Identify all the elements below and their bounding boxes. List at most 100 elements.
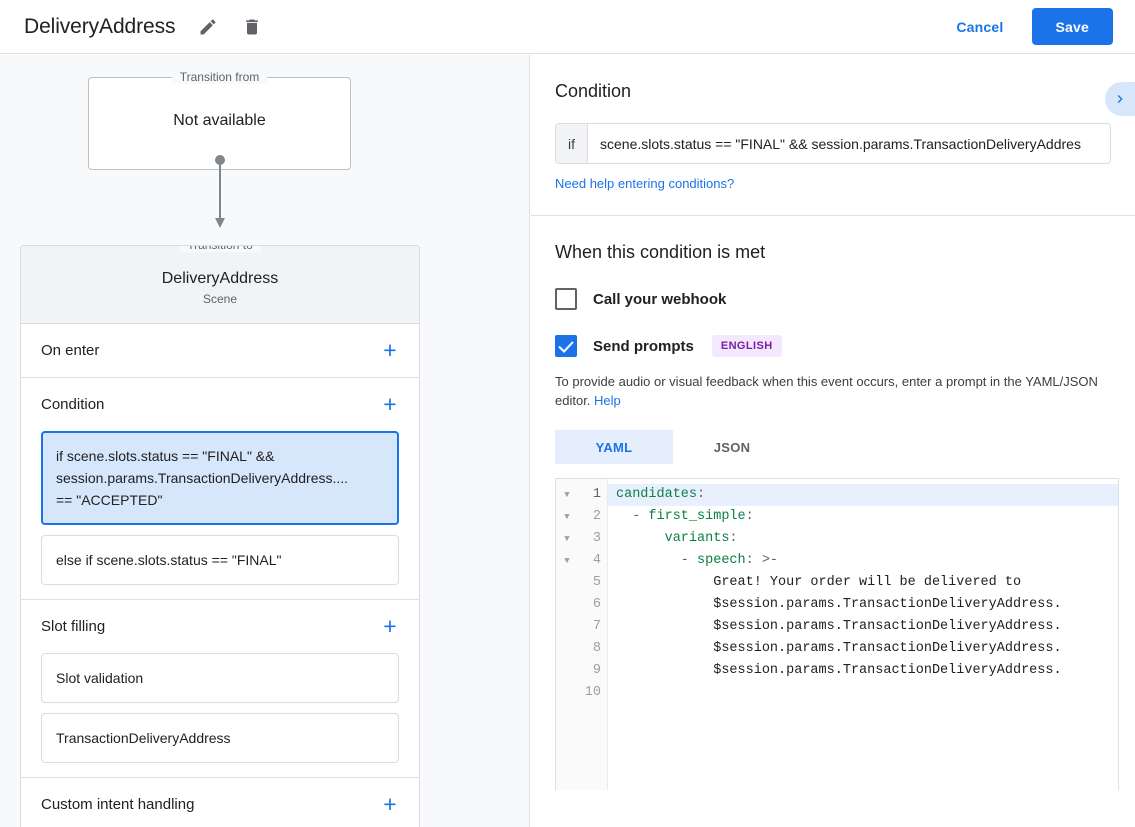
transition-to-title: DeliveryAddress (21, 246, 419, 288)
condition-help-link[interactable]: Need help entering conditions? (555, 176, 734, 191)
right-pane: Condition if Need help entering conditio… (531, 55, 1135, 827)
when-condition-met-section: When this condition is met Call your web… (531, 216, 1135, 790)
add-condition-button[interactable]: + (377, 392, 403, 418)
code-line[interactable] (608, 682, 1118, 704)
call-your-webhook-label: Call your webhook (593, 291, 726, 308)
send-prompts-label: Send prompts (593, 338, 694, 355)
arrow-line-icon (219, 163, 221, 221)
pencil-icon-glyph (198, 17, 218, 37)
code-line[interactable]: Great! Your order will be delivered to (608, 572, 1118, 594)
code-token: first_simple (648, 509, 745, 524)
call-your-webhook-checkbox[interactable] (555, 288, 577, 310)
condition-item[interactable]: else if scene.slots.status == "FINAL" (41, 535, 399, 585)
section-header-slot-filling[interactable]: Slot filling + (21, 600, 419, 653)
code-token: - (616, 509, 648, 524)
section-on-enter: On enter + (21, 324, 419, 378)
condition-section: Condition if Need help entering conditio… (531, 55, 1135, 216)
transition-from-value: Not available (89, 112, 350, 130)
code-fold-spacer (556, 638, 578, 660)
webhook-row: Call your webhook (555, 288, 1111, 310)
save-button[interactable]: Save (1032, 8, 1114, 45)
code-token: speech (697, 553, 746, 568)
code-line[interactable]: candidates: (608, 484, 1118, 506)
code-token: candidates (616, 487, 697, 502)
transition-arrow (213, 155, 227, 230)
section-slot-filling: Slot filling + Slot validation Transacti… (21, 600, 419, 778)
code-line-number: 9 (578, 660, 601, 682)
section-header-on-enter[interactable]: On enter + (21, 324, 419, 377)
add-custom-intent-button[interactable]: + (377, 792, 403, 818)
condition-heading: Condition (555, 81, 1111, 102)
cancel-button[interactable]: Cancel (942, 11, 1017, 43)
code-line-number: 8 (578, 638, 601, 660)
tab-yaml[interactable]: YAML (555, 430, 673, 464)
section-header-condition[interactable]: Condition + (21, 378, 419, 431)
section-custom-intent-handling: Custom intent handling + (21, 778, 419, 827)
section-condition: Condition + if scene.slots.status == "FI… (21, 378, 419, 600)
chevron-right-icon[interactable] (1105, 82, 1135, 116)
pencil-icon[interactable] (193, 12, 223, 42)
code-line-number: 6 (578, 594, 601, 616)
code-fold-toggle-icon[interactable]: ▼ (556, 550, 578, 572)
left-pane: Transition from Not available Transition… (0, 55, 530, 827)
code-line-number: 7 (578, 616, 601, 638)
page-title: DeliveryAddress (24, 15, 175, 39)
condition-if-label: if (556, 124, 588, 163)
arrow-head-icon (215, 218, 225, 228)
condition-input-row[interactable]: if (555, 123, 1111, 164)
section-title: Custom intent handling (41, 796, 377, 813)
condition-input[interactable] (588, 124, 1110, 163)
code-token: $session.params.TransactionDeliveryAddre… (616, 641, 1062, 656)
condition-list: if scene.slots.status == "FINAL" && sess… (21, 431, 419, 599)
slot-validation-item[interactable]: Slot validation (41, 653, 399, 703)
code-token: : >- (746, 553, 778, 568)
condition-item-line2: session.params.TransactionDeliveryAddres… (56, 467, 384, 489)
code-line[interactable]: - first_simple: (608, 506, 1118, 528)
code-fold-toggle-icon[interactable]: ▼ (556, 484, 578, 506)
code-token: variants (665, 531, 730, 546)
condition-item-line1: else if scene.slots.status == "FINAL" (56, 549, 384, 571)
section-header-custom-intent-handling[interactable]: Custom intent handling + (21, 778, 419, 827)
prompt-hint-text: To provide audio or visual feedback when… (555, 372, 1111, 410)
trash-icon[interactable] (237, 12, 267, 42)
code-fold-spacer (556, 682, 578, 704)
code-line-number: 2 (578, 506, 601, 528)
code-line[interactable]: $session.params.TransactionDeliveryAddre… (608, 638, 1118, 660)
code-token: : (697, 487, 705, 502)
code-token (616, 531, 665, 546)
transition-to-subtitle: Scene (21, 292, 419, 306)
condition-item-selected[interactable]: if scene.slots.status == "FINAL" && sess… (41, 431, 399, 525)
code-fold-spacer (556, 616, 578, 638)
section-title: Condition (41, 396, 377, 413)
code-line-number: 3 (578, 528, 601, 550)
yaml-code-editor[interactable]: ▼▼▼▼ 12345678910 candidates: - first_sim… (555, 478, 1119, 790)
send-prompts-row: Send prompts ENGLISH (555, 335, 1111, 357)
code-line[interactable]: $session.params.TransactionDeliveryAddre… (608, 616, 1118, 638)
code-fold-spacer (556, 594, 578, 616)
code-line-number: 10 (578, 682, 601, 704)
code-line[interactable]: - speech: >- (608, 550, 1118, 572)
code-line[interactable]: $session.params.TransactionDeliveryAddre… (608, 594, 1118, 616)
prompt-hint-help-link[interactable]: Help (594, 393, 621, 408)
code-line[interactable]: variants: (608, 528, 1118, 550)
add-slot-filling-button[interactable]: + (377, 614, 403, 640)
code-line[interactable]: $session.params.TransactionDeliveryAddre… (608, 660, 1118, 682)
transition-to-card: Transition to DeliveryAddress Scene (21, 246, 419, 324)
code-token: $session.params.TransactionDeliveryAddre… (616, 663, 1062, 678)
code-fold-toggle-icon[interactable]: ▼ (556, 506, 578, 528)
slot-item-transaction-delivery-address[interactable]: TransactionDeliveryAddress (41, 713, 399, 763)
code-fold-toggle-icon[interactable]: ▼ (556, 528, 578, 550)
language-badge: ENGLISH (712, 335, 782, 357)
code-token: $session.params.TransactionDeliveryAddre… (616, 619, 1062, 634)
code-content[interactable]: candidates: - first_simple: variants: - … (608, 479, 1118, 790)
code-line-number: 1 (578, 484, 601, 506)
code-token: : (729, 531, 737, 546)
code-fold-gutter: ▼▼▼▼ (556, 479, 578, 790)
code-line-numbers: 12345678910 (578, 479, 608, 790)
send-prompts-checkbox[interactable] (555, 335, 577, 357)
add-on-enter-button[interactable]: + (377, 338, 403, 364)
section-title: On enter (41, 342, 377, 359)
tab-json[interactable]: JSON (673, 430, 791, 464)
slot-filling-list: Slot validation TransactionDeliveryAddre… (21, 653, 419, 777)
code-token: : (746, 509, 754, 524)
